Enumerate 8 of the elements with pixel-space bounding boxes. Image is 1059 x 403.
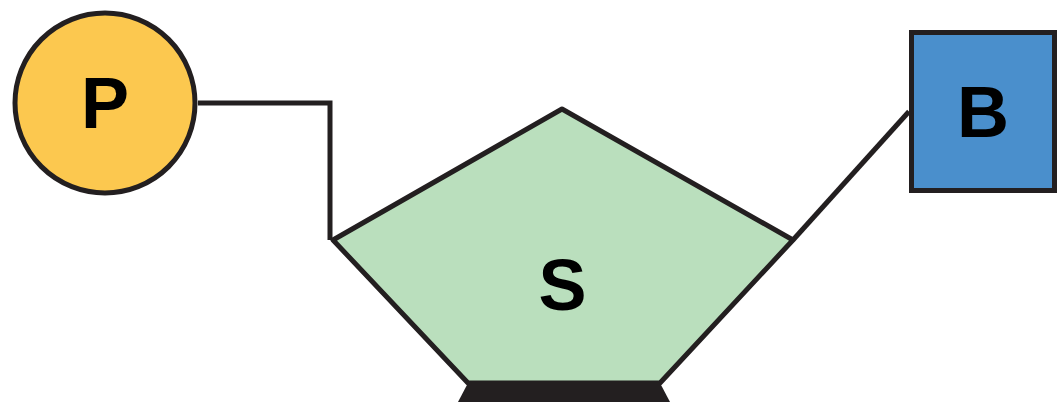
phosphate-circle <box>12 10 198 196</box>
base-square <box>909 30 1057 193</box>
node-label: B <box>957 75 1009 148</box>
connector-line <box>198 100 333 240</box>
node-label: P <box>81 67 129 139</box>
node-label: S <box>538 248 587 321</box>
sugar-pentagon <box>330 106 795 403</box>
connector-line <box>791 109 911 242</box>
